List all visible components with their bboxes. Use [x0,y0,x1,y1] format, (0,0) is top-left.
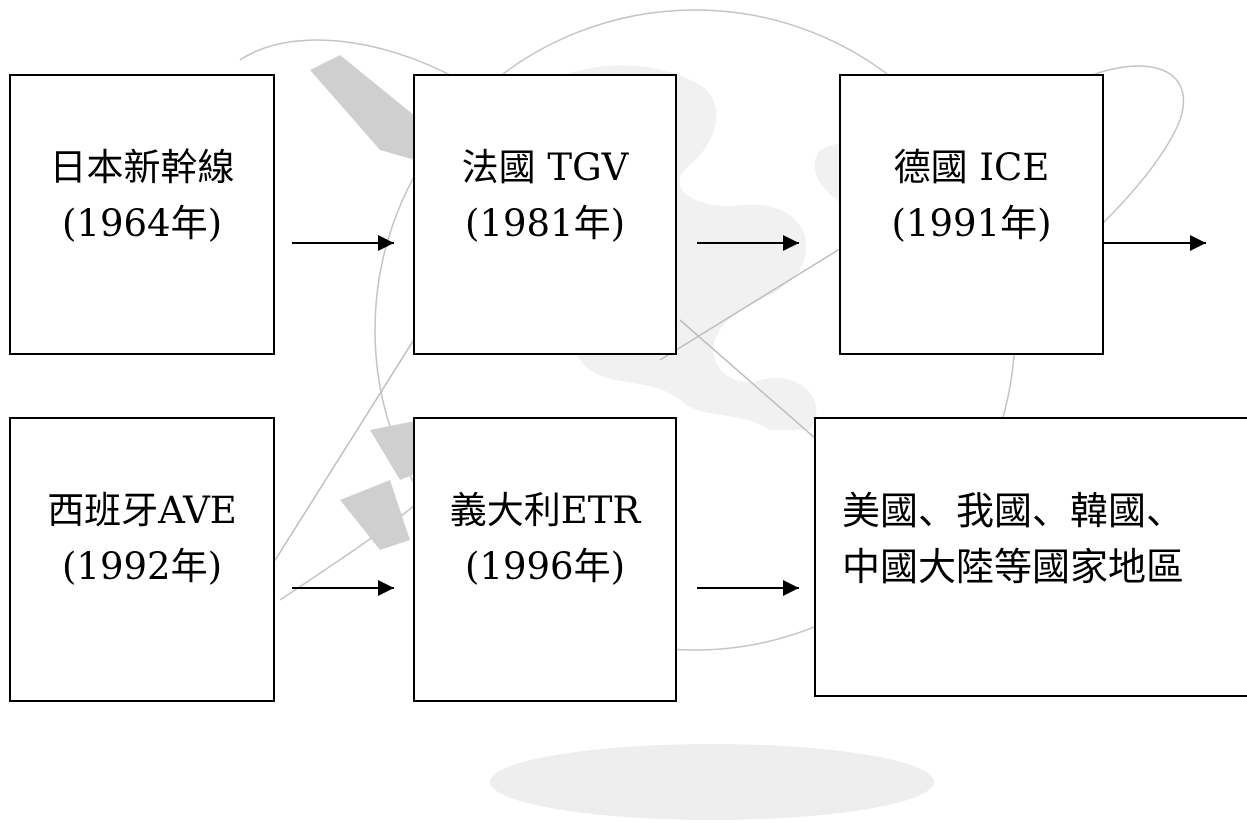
node-title: 美國、我國、韓國、 [842,489,1185,533]
node-year: (1981年) [464,202,626,245]
node-germany-ice: 德國 ICE (1991年) [839,74,1104,355]
node-title: 義大利ETR [449,489,641,532]
node-france-tgv: 法國 TGV (1981年) [413,74,677,355]
node-title: 日本新幹線 [49,146,235,189]
node-year: (1991年) [891,202,1052,245]
node-title: 中國大陸等國家地區 [842,545,1185,589]
node-other-countries: 美國、我國、韓國、 中國大陸等國家地區 [814,417,1247,697]
node-title: 法國 TGV [461,146,629,189]
node-year: (1964年) [61,202,223,245]
airplane-shape [310,55,420,160]
node-title: 德國 ICE [893,146,1050,189]
shadow-ellipse [490,744,934,820]
orbit-line [249,329,421,601]
airplane-shape [370,420,425,480]
node-spain-ave: 西班牙AVE (1992年) [9,417,275,702]
node-japan-shinkansen: 日本新幹線 (1964年) [9,74,275,355]
node-title: 西班牙AVE [47,489,237,532]
orbit-line [279,499,421,601]
airplane-shape [340,480,410,550]
node-year: (1996年) [464,545,626,588]
node-year: (1992年) [61,545,223,588]
node-italy-etr: 義大利ETR (1996年) [413,417,677,702]
